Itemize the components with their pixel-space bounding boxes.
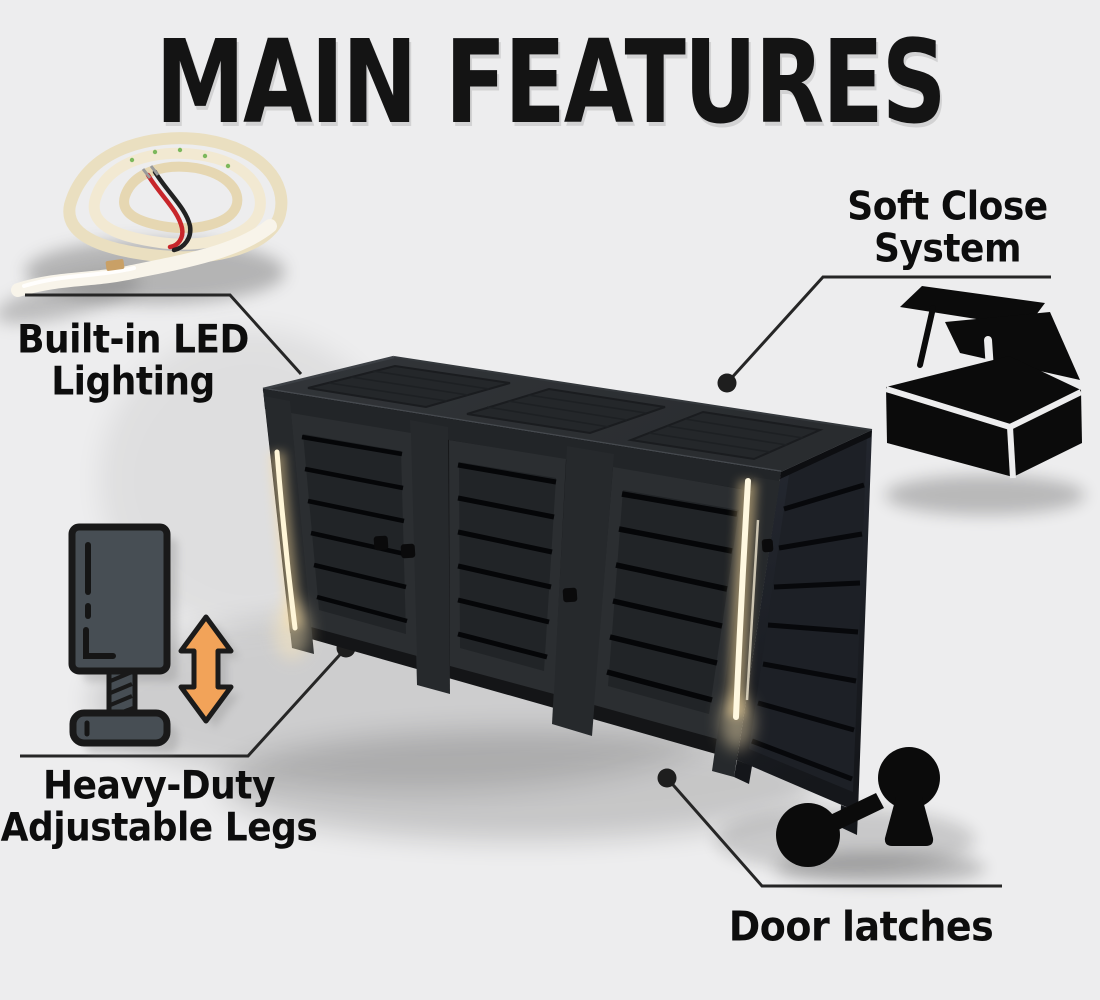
feature-label-soft-close-line2: System — [874, 226, 1021, 271]
led-coil-middle-loop — [88, 147, 266, 250]
latch-knob-door1 — [373, 535, 389, 551]
feature-label-soft-close: Soft Close System — [795, 184, 1100, 271]
door-latch-icon — [775, 747, 985, 884]
feature-label-adjustable-legs: Heavy-Duty Adjustable Legs — [0, 763, 353, 850]
connector-legs — [20, 646, 348, 758]
feature-label-led-line1: Built-in LED — [17, 317, 249, 363]
connector-lines — [20, 275, 1051, 888]
feature-label-legs-line1: Heavy-Duty — [43, 763, 275, 809]
unit-door-1 — [291, 413, 417, 656]
feature-label-legs-line2: Adjustable Legs — [0, 805, 318, 850]
feature-label-latches-line1: Door latches — [728, 902, 994, 951]
latch-rod-icon — [828, 793, 884, 831]
led-strip-tail — [11, 219, 277, 297]
unit-door-2 — [449, 440, 566, 694]
connector-latches — [665, 777, 1002, 888]
led-strip-right-reflection — [745, 519, 760, 701]
unit-right-side — [734, 430, 872, 835]
leg-body — [68, 523, 171, 675]
led-chip-dots — [129, 147, 231, 169]
connector-soft-close — [725, 275, 1051, 385]
adjustable-leg-icon — [68, 523, 240, 754]
latch-knob-icon — [776, 803, 840, 867]
led-strip-image — [0, 132, 288, 324]
keyhole-head-icon — [878, 747, 940, 809]
unit-door-3 — [594, 467, 752, 739]
connector-led — [25, 293, 303, 376]
led-strip-right — [733, 478, 751, 720]
soft-close-lid-strut — [917, 305, 936, 368]
led-strip-connector — [105, 259, 125, 271]
soft-close-icon — [885, 286, 1085, 515]
unit-front-face — [263, 389, 781, 777]
led-coil-outer-loop — [63, 132, 288, 264]
connector-dot-latches — [657, 768, 677, 788]
unit-led-strips — [269, 449, 760, 750]
connector-dot-soft-close — [717, 373, 737, 393]
feature-label-led-line2: Lighting — [51, 359, 215, 404]
unit-side-front-leg — [734, 760, 752, 784]
feature-label-door-latches: Door latches — [700, 905, 1022, 949]
feature-label-led-lighting: Built-in LED Lighting — [0, 317, 278, 404]
keyhole-body-icon — [884, 797, 934, 846]
latch-knob-door3-right — [761, 538, 774, 553]
latch-knob-door3 — [562, 587, 578, 603]
led-coil-inner-loop — [119, 161, 243, 234]
led-red-wire — [145, 172, 185, 250]
page-title: MAIN FEATURES — [155, 16, 946, 151]
led-black-wire — [152, 169, 193, 253]
storage-unit-illustration — [262, 355, 873, 835]
leg-foot — [69, 709, 171, 747]
up-down-arrow-icon — [178, 614, 234, 724]
unit-door-latch-knobs — [373, 535, 774, 603]
latch-knob-door2 — [400, 543, 416, 559]
feature-label-soft-close-line1: Soft Close — [847, 184, 1048, 230]
soft-close-lid-side — [945, 312, 1080, 380]
led-strip-left — [274, 449, 298, 631]
